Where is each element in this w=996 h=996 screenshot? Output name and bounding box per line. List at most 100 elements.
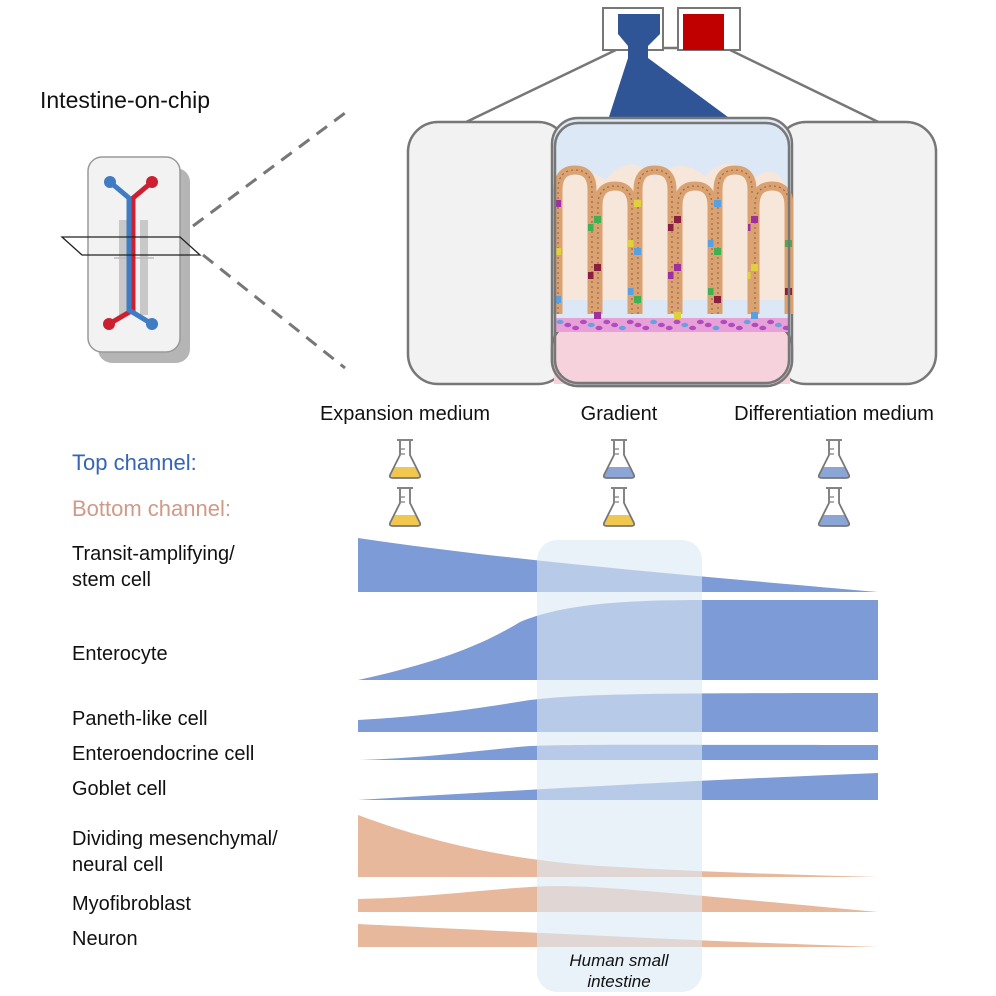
cell-type-label: Enteroendocrine cell: [72, 743, 254, 765]
condition-differentiation: Differentiation medium: [734, 403, 934, 425]
flask-icon: [817, 439, 851, 479]
chip-top-inlet: [104, 176, 116, 188]
stromal-cell: [704, 322, 712, 328]
cell-type-label: neural cell: [72, 854, 163, 876]
cell-type-labels: Transit-amplifying/stem cellEnterocytePa…: [72, 543, 278, 950]
epithelial-cell-marker: [594, 312, 601, 319]
epithelial-cell-marker: [708, 288, 715, 295]
medium-flasks: [388, 439, 851, 527]
cross-section-plane: [60, 236, 202, 256]
epithelial-cell-marker: [714, 248, 721, 255]
stromal-cell: [696, 319, 704, 325]
flask-icon: [817, 487, 851, 527]
epithelial-cell-marker: [714, 296, 721, 303]
villus-nuclei: [717, 169, 753, 314]
epithelial-cell-marker: [554, 248, 561, 255]
stromal-cell: [689, 325, 697, 331]
villus-nuclei: [597, 185, 633, 314]
villus-nuclei: [677, 185, 713, 314]
figure-title: Intestine-on-chip: [40, 87, 210, 113]
stromal-cell: [735, 325, 743, 331]
zoom-line-bottom: [202, 253, 346, 370]
chip-membrane-right: [140, 220, 148, 315]
epithelial-cell-marker: [594, 264, 601, 271]
stromal-cell: [572, 325, 580, 331]
cell-type-label: Paneth-like cell: [72, 708, 208, 730]
chip-membrane-left: [119, 220, 127, 315]
epithelial-cell-marker: [674, 312, 681, 319]
epithelial-cell-marker: [668, 272, 675, 279]
epithelial-cell-marker: [554, 200, 561, 207]
epithelial-cell-marker: [668, 224, 675, 231]
zoom-line-top: [192, 111, 346, 228]
epithelial-cell-marker: [751, 216, 758, 223]
flask-icon: [602, 439, 636, 479]
channel-frame: [553, 121, 791, 385]
human-small-intestine-highlight: [537, 540, 702, 992]
profile-5: [358, 815, 878, 877]
cell-type-label: Transit-amplifying/: [72, 543, 235, 565]
bottom-channel-port: [683, 14, 724, 50]
intestinal-epithelium: [553, 163, 794, 319]
highlight-label-line2: intestine: [587, 972, 650, 991]
top-channel-label: Top channel:: [72, 450, 197, 475]
epithelial-cell-marker: [628, 288, 635, 295]
stromal-cell: [618, 325, 626, 331]
profile-0: [358, 538, 878, 592]
epithelial-cell-marker: [628, 240, 635, 247]
bottom-channel-fill: [554, 322, 790, 384]
stromal-cell: [673, 319, 681, 325]
stromal-cell: [774, 322, 782, 328]
condition-expansion: Expansion medium: [320, 403, 490, 425]
epithelial-cell-marker: [751, 264, 758, 271]
chip-top-outlet: [146, 318, 158, 330]
stromal-cell: [751, 322, 759, 328]
villus-nuclei: [557, 169, 593, 314]
vacuum-chamber-left: [406, 120, 570, 386]
bottom-channel-label: Bottom channel:: [72, 496, 231, 521]
profile-7: [358, 924, 878, 947]
flask-icon: [388, 487, 422, 527]
stromal-cell: [595, 325, 603, 331]
epithelial-cell-marker: [594, 216, 601, 223]
stromal-cell: [587, 322, 595, 328]
cell-type-label: Myofibroblast: [72, 893, 191, 915]
epithelial-cell-marker: [714, 200, 721, 207]
epithelial-cell-marker: [588, 224, 595, 231]
chip-top-channel: [107, 179, 155, 327]
stromal-cell: [728, 322, 736, 328]
epithelial-cell-marker: [708, 240, 715, 247]
stromal-cell: [634, 322, 642, 328]
cell-type-label: Goblet cell: [72, 778, 167, 800]
epithelial-cell-marker: [674, 216, 681, 223]
chip-cross-section: [406, 7, 938, 388]
cell-type-label: stem cell: [72, 569, 151, 591]
stromal-cell: [759, 325, 767, 331]
stromal-layer: [554, 318, 790, 332]
epithelial-cell-marker: [634, 248, 641, 255]
epithelial-cell-marker: [634, 296, 641, 303]
cell-type-label: Enterocyte: [72, 643, 168, 665]
stromal-cell: [556, 319, 564, 325]
stromal-cell: [712, 325, 720, 331]
flask-icon: [388, 439, 422, 479]
flask-icon: [602, 487, 636, 527]
epithelial-cell-marker: [751, 312, 758, 319]
condition-gradient: Gradient: [581, 403, 658, 425]
stromal-cell: [579, 319, 587, 325]
stromal-cell: [642, 325, 650, 331]
stromal-cell: [743, 319, 751, 325]
chip-illustration: [60, 156, 202, 363]
epithelial-cell-marker: [674, 264, 681, 271]
cell-type-label: Neuron: [72, 928, 138, 950]
vacuum-chamber-right: [774, 120, 938, 386]
epithelial-cell-marker: [554, 296, 561, 303]
stromal-cell: [657, 322, 665, 328]
chip-bottom-inlet: [146, 176, 158, 188]
epithelial-cell-marker: [588, 272, 595, 279]
stromal-cell: [665, 325, 673, 331]
villus-nuclei: [637, 169, 673, 314]
epithelial-cell-marker: [634, 200, 641, 207]
stromal-cell: [603, 319, 611, 325]
